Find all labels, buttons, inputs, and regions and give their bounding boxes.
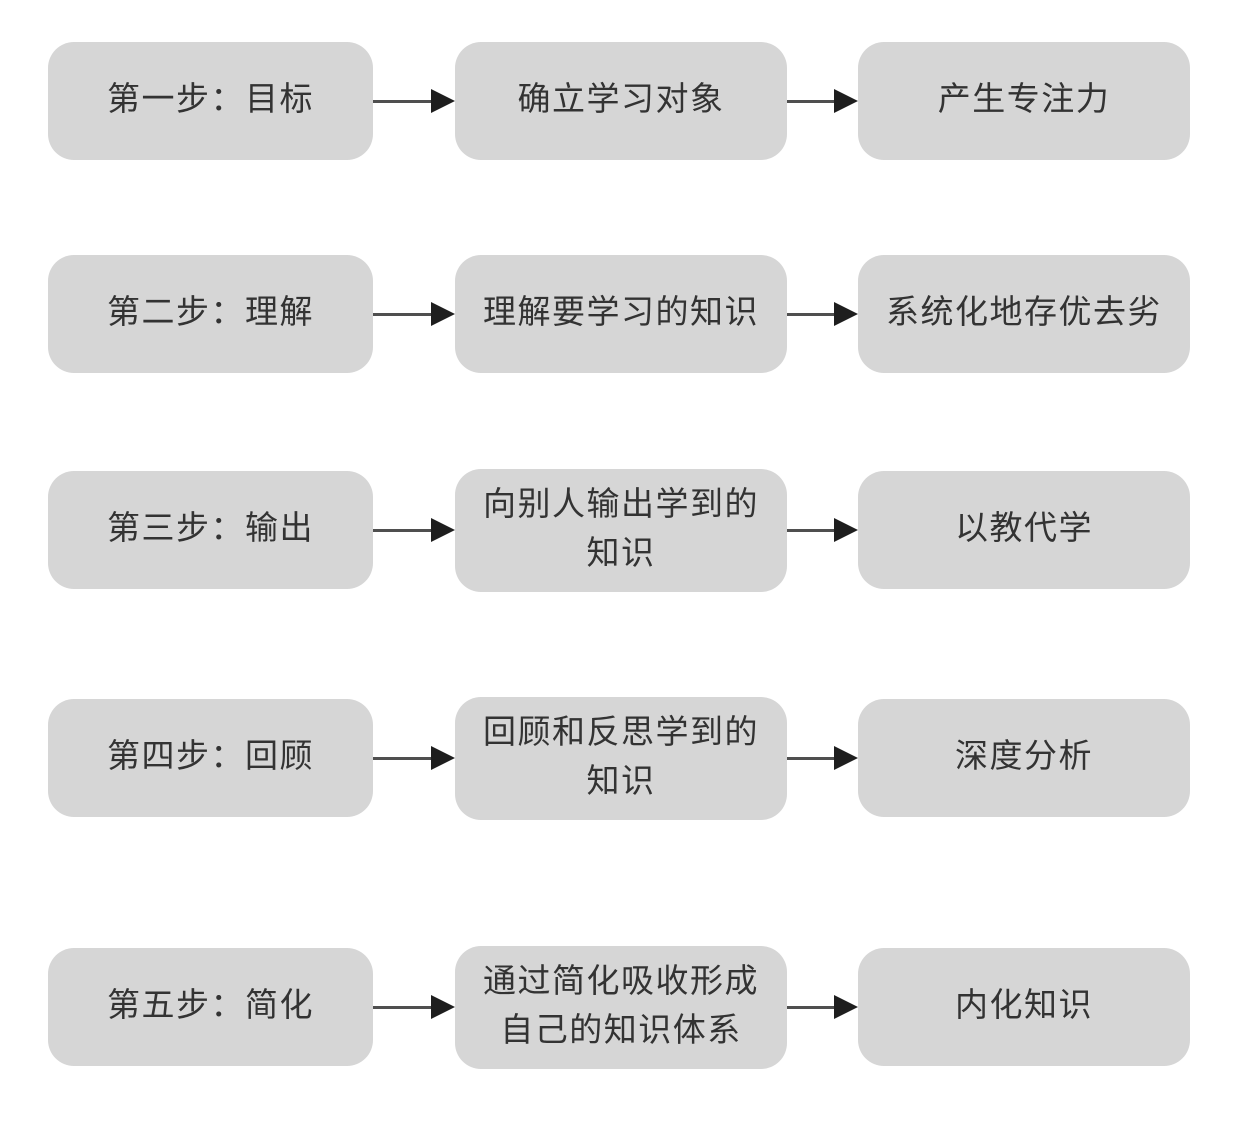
flow-row-2: 第二步：理解 理解要学习的知识 系统化地存优去劣 bbox=[0, 244, 1258, 384]
action-box: 向别人输出学到的 知识 bbox=[455, 468, 787, 592]
arrow-head-icon bbox=[431, 995, 455, 1019]
arrow-shaft bbox=[373, 312, 431, 316]
arrow-right-icon bbox=[787, 88, 858, 114]
result-label: 以教代学 bbox=[955, 511, 1093, 548]
result-label: 内化知识 bbox=[955, 988, 1093, 1025]
action-label: 回顾和反思学到的 知识 bbox=[483, 714, 759, 801]
arrow-right-icon bbox=[373, 745, 455, 771]
flow-row-5: 第五步：简化 通过简化吸收形成 自己的知识体系 内化知识 bbox=[0, 937, 1258, 1077]
step-box: 第四步：回顾 bbox=[48, 699, 373, 817]
arrow-right-icon bbox=[787, 994, 858, 1020]
arrow-shaft bbox=[373, 756, 431, 760]
arrow-right-icon bbox=[787, 745, 858, 771]
arrow-head-icon bbox=[834, 89, 858, 113]
action-label: 向别人输出学到的 知识 bbox=[483, 486, 759, 573]
arrow-head-icon bbox=[834, 995, 858, 1019]
result-box: 系统化地存优去劣 bbox=[858, 255, 1190, 373]
result-label: 系统化地存优去劣 bbox=[886, 295, 1162, 332]
arrow-right-icon bbox=[787, 301, 858, 327]
step-box: 第一步：目标 bbox=[48, 42, 373, 160]
arrow-shaft bbox=[373, 1005, 431, 1009]
arrow-shaft bbox=[787, 1005, 834, 1009]
arrow-head-icon bbox=[834, 302, 858, 326]
action-label: 理解要学习的知识 bbox=[483, 295, 759, 332]
step-label: 第三步：输出 bbox=[107, 511, 314, 548]
flow-row-1: 第一步：目标 确立学习对象 产生专注力 bbox=[0, 31, 1258, 171]
action-box: 通过简化吸收形成 自己的知识体系 bbox=[455, 945, 787, 1069]
step-box: 第五步：简化 bbox=[48, 948, 373, 1066]
action-label: 通过简化吸收形成 自己的知识体系 bbox=[483, 963, 759, 1050]
flow-row-4: 第四步：回顾 回顾和反思学到的 知识 深度分析 bbox=[0, 688, 1258, 828]
step-label: 第二步：理解 bbox=[107, 295, 314, 332]
arrow-right-icon bbox=[787, 517, 858, 543]
arrow-shaft bbox=[787, 756, 834, 760]
action-box: 回顾和反思学到的 知识 bbox=[455, 696, 787, 820]
arrow-head-icon bbox=[431, 302, 455, 326]
arrow-shaft bbox=[373, 528, 431, 532]
arrow-right-icon bbox=[373, 517, 455, 543]
step-box: 第二步：理解 bbox=[48, 255, 373, 373]
result-label: 产生专注力 bbox=[937, 82, 1111, 119]
action-box: 理解要学习的知识 bbox=[455, 255, 787, 373]
arrow-head-icon bbox=[431, 746, 455, 770]
result-box: 产生专注力 bbox=[858, 42, 1190, 160]
step-box: 第三步：输出 bbox=[48, 471, 373, 589]
step-label: 第一步：目标 bbox=[107, 82, 314, 119]
result-box: 内化知识 bbox=[858, 948, 1190, 1066]
flow-row-3: 第三步：输出 向别人输出学到的 知识 以教代学 bbox=[0, 460, 1258, 600]
arrow-head-icon bbox=[431, 89, 455, 113]
step-label: 第四步：回顾 bbox=[107, 739, 314, 776]
step-label: 第五步：简化 bbox=[107, 988, 314, 1025]
action-box: 确立学习对象 bbox=[455, 42, 787, 160]
arrow-head-icon bbox=[834, 518, 858, 542]
arrow-right-icon bbox=[373, 994, 455, 1020]
arrow-shaft bbox=[787, 99, 834, 103]
arrow-head-icon bbox=[431, 518, 455, 542]
arrow-head-icon bbox=[834, 746, 858, 770]
arrow-shaft bbox=[787, 528, 834, 532]
result-label: 深度分析 bbox=[955, 739, 1093, 776]
arrow-shaft bbox=[787, 312, 834, 316]
result-box: 以教代学 bbox=[858, 471, 1190, 589]
arrow-shaft bbox=[373, 99, 431, 103]
arrow-right-icon bbox=[373, 301, 455, 327]
arrow-right-icon bbox=[373, 88, 455, 114]
action-label: 确立学习对象 bbox=[517, 82, 725, 119]
result-box: 深度分析 bbox=[858, 699, 1190, 817]
